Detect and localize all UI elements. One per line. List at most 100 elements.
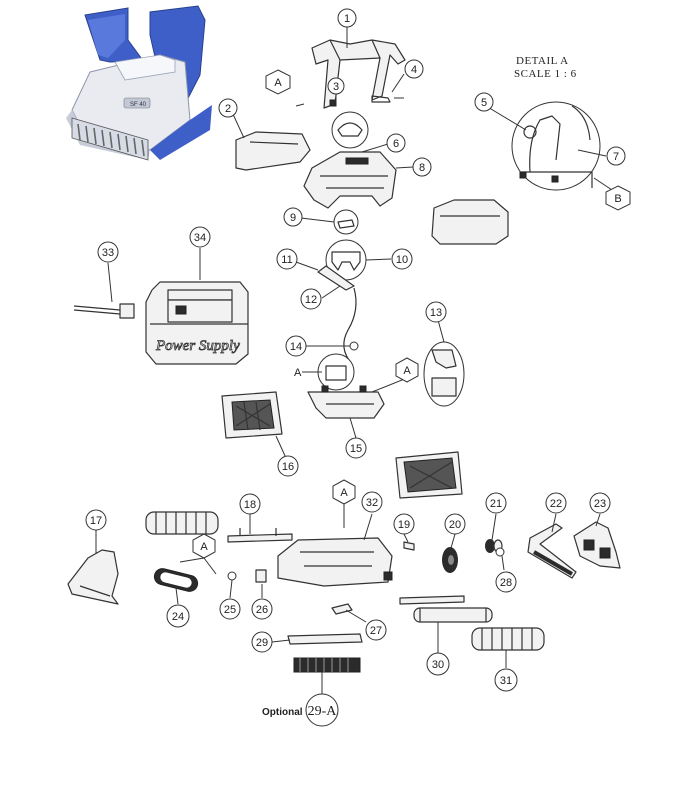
marker-a-motor: A [395,357,419,383]
callouts: 1 2 3 4 5 6 7 8 9 10 11 12 13 14 15 16 1… [85,8,626,727]
svg-text:31: 31 [500,675,512,687]
svg-text:32: 32 [366,497,378,509]
callout-27: 27 [365,619,387,641]
callout-18: 18 [239,493,261,515]
part-side-plate-17 [67,549,119,605]
svg-text:34: 34 [194,232,206,244]
callout-19: 19 [393,513,415,535]
callout-22: 22 [545,492,567,514]
svg-text:17: 17 [90,515,102,527]
detail-scale: SCALE 1 : 6 [514,68,577,80]
callout-6: 6 [386,133,406,153]
part-plate-27 [331,603,353,615]
part-axle-18 [227,528,293,543]
part-handle [311,39,406,109]
leader-lines [95,27,613,694]
part-brush-roller-left [145,511,219,535]
svg-text:13: 13 [430,307,442,319]
callout-29: 29 [251,631,273,653]
callout-14: 14 [285,335,307,357]
part-chassis-32 [277,537,393,587]
part-optional-brush-29a [293,657,361,673]
part-brush-roller-31 [471,627,545,651]
svg-text:9: 9 [290,212,296,224]
marker-a-chassis: A [332,479,356,505]
detail-circle-motor [317,353,355,391]
part-washer-25 [227,571,237,581]
marker-a-top: A [265,69,291,95]
callout-17: 17 [85,509,107,531]
detail-title: DETAIL A [516,55,569,67]
svg-text:11: 11 [281,254,292,266]
callout-15: 15 [345,437,367,459]
part-axle-lower [399,595,465,605]
part-bottom-plate-29 [287,633,363,645]
callout-24: 24 [166,604,190,628]
part-wheel-20 [442,547,458,573]
callout-1: 1 [337,8,357,28]
svg-text:20: 20 [449,519,461,531]
detail-circle-6 [331,111,369,149]
optional-label: Optional [262,707,303,718]
part-side-plate-23 [573,521,621,569]
svg-text:29-A: 29-A [308,704,338,719]
svg-text:B: B [614,193,621,205]
part-filter-16 [221,391,283,439]
power-supply-label: Power Supply [155,338,240,354]
svg-text:18: 18 [244,499,256,511]
part-bushing-26 [255,569,267,583]
callout-30: 30 [426,652,450,676]
callout-5: 5 [474,92,494,112]
svg-text:2: 2 [225,103,231,115]
part-top-cover-left [235,131,311,171]
robot-model-badge: SF 40 [130,102,147,108]
svg-text:33: 33 [102,247,114,259]
svg-text:A: A [274,77,282,89]
robot-product-image: SF 40 [66,5,212,161]
svg-text:29: 29 [256,637,268,649]
callout-9: 9 [283,207,303,227]
callout-33: 33 [97,241,119,263]
svg-text:28: 28 [500,577,512,589]
part-handle-screws [329,95,404,107]
robot-front-brush [71,117,149,161]
svg-text:26: 26 [256,604,268,616]
callout-23: 23 [589,492,611,514]
svg-text:27: 27 [370,625,382,637]
callout-29a: 29-A [305,693,339,727]
part-motor-unit [307,385,385,419]
callout-25: 25 [219,598,241,620]
part-top-cover-right [431,199,509,245]
callout-12: 12 [300,288,322,310]
callout-21: 21 [485,492,507,514]
part-filter-second [395,451,463,499]
callout-20: 20 [444,513,466,535]
svg-text:A: A [200,541,208,553]
callout-31: 31 [494,668,518,692]
svg-text:24: 24 [172,611,184,623]
part-side-brush-22 [527,523,577,579]
svg-text:16: 16 [282,461,294,473]
callout-11: 11 [276,248,298,270]
marker-b: B [605,185,631,211]
callout-32: 32 [361,491,383,513]
svg-text:10: 10 [396,254,408,266]
callout-28: 28 [495,571,517,593]
svg-text:A: A [340,487,348,499]
part-power-supply: Power Supply [145,281,249,365]
svg-text:14: 14 [290,341,302,353]
detail-a-view [511,101,601,191]
part-ring-28 [495,547,505,557]
callout-34: 34 [189,226,211,248]
part-pin-19 [403,541,415,551]
callout-3: 3 [327,77,345,95]
svg-text:12: 12 [305,294,317,306]
svg-text:25: 25 [224,604,236,616]
svg-text:23: 23 [594,498,606,510]
svg-text:30: 30 [432,659,444,671]
callout-7: 7 [606,146,626,166]
part-body-top [303,151,397,209]
part-connector-detail [423,341,465,407]
svg-text:8: 8 [419,162,425,174]
cable-connector-14 [349,341,359,351]
